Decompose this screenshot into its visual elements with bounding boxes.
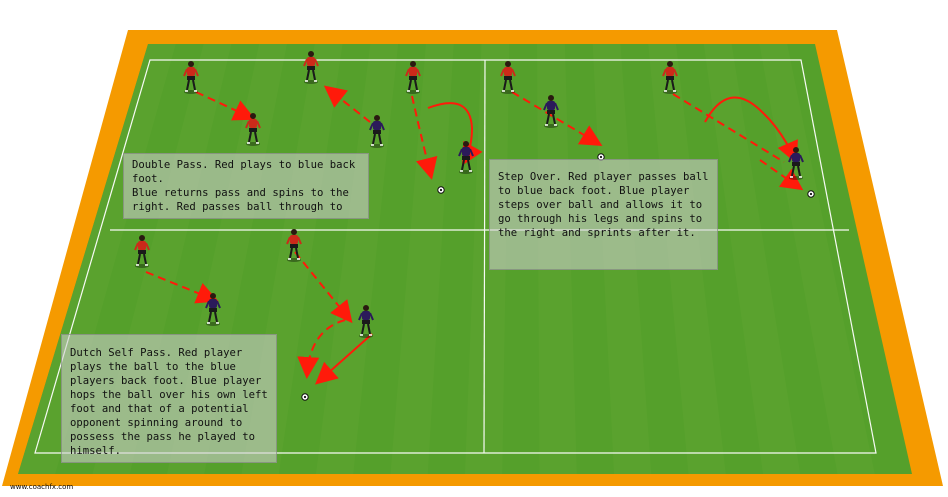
note-double-pass: Double Pass. Red plays to blue back foot… [123,153,369,219]
soccer-ball-icon [301,393,309,401]
watermark: www.coachfx.com [10,483,74,491]
grass-stripe [465,44,510,474]
arrow-pass [759,159,804,191]
arrow-pass [294,251,353,324]
arrow-pass [511,91,603,147]
red-player-icon [286,229,302,262]
arrow-pass [195,91,256,121]
red-player-icon [662,61,678,94]
balls [301,153,815,401]
blue-player-icon [369,115,385,148]
pitch-lines [34,59,877,454]
grass-stripe [390,44,454,474]
blue-player-icon [788,147,804,180]
blue-player-icon [358,305,374,338]
arrow-pass [411,95,438,180]
blue-player-icon [458,141,474,174]
red-player-icon [134,235,150,268]
note-dutch-self-pass: Dutch Self Pass. Red player plays the ba… [61,334,277,463]
arrow-run [315,333,373,385]
blue-player-icon [543,95,559,128]
red-player-icon [405,61,421,94]
note-step-over: Step Over. Red player passes ball to blu… [489,159,718,270]
soccer-ball-icon [437,186,445,194]
soccer-ball-icon [807,190,815,198]
red-player-icon [500,61,516,94]
arrow-pass [297,319,346,379]
grass-stripe [18,44,176,474]
red-player-icon [183,61,199,94]
blue-player-icon [205,293,221,326]
arrow-run [704,96,798,164]
grass-stripe [703,44,801,474]
arrow-pass [672,93,785,163]
arrow-pass [323,85,371,123]
red-player-icon [303,51,319,84]
red-player-icon [245,113,261,146]
players [134,51,804,338]
